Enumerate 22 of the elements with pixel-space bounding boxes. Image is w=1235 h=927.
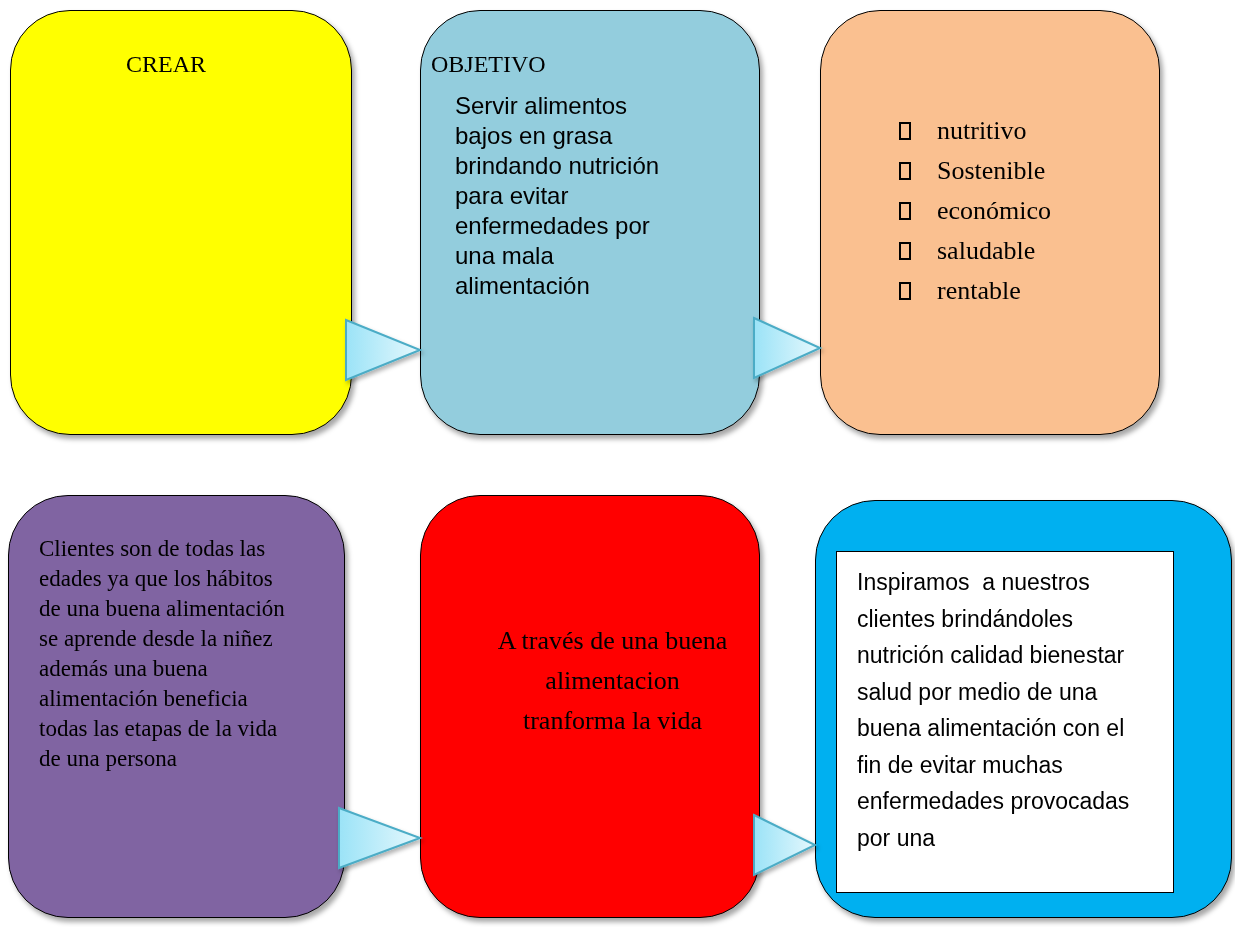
arrow — [338, 806, 423, 870]
arrow — [345, 318, 423, 382]
list-item: rentable — [937, 276, 1021, 306]
box-text: Clientes son de todas las edades ya que los hábitos de una buena alimentación se aprende desde la niñez además una buena alimentación beneficia todas las etapas de la vida de una persona — [39, 535, 286, 773]
rounded-box — [820, 10, 1160, 435]
box-heading: OBJETIVO — [431, 51, 546, 78]
box-text: A través de una buena alimentacion tranforma la vida — [496, 625, 729, 737]
list-item: nutritivo — [937, 116, 1027, 146]
box-text: Servir alimentos bajos en grasa brindando nutrición para evitar enfermedades por una mala alimentación — [455, 91, 661, 301]
rounded-box — [815, 500, 1232, 918]
box-title: CREAR — [125, 50, 207, 78]
rounded-box — [420, 10, 760, 435]
rounded-box — [8, 495, 345, 918]
list-item: Sostenible — [937, 156, 1046, 186]
arrow — [753, 813, 818, 877]
arrow — [753, 316, 823, 380]
rounded-box — [420, 495, 760, 918]
list-item: saludable — [937, 236, 1036, 266]
text-box — [836, 551, 1174, 893]
list-item: económico — [937, 196, 1052, 226]
rounded-box — [10, 10, 352, 435]
box-text: Inspiramos a nuestros clientes brindándoles nutrición calidad bienestar salud por medio de una buena alimentación con el fin de evitar muchas enfermedades provocadas por una — [857, 568, 1131, 853]
